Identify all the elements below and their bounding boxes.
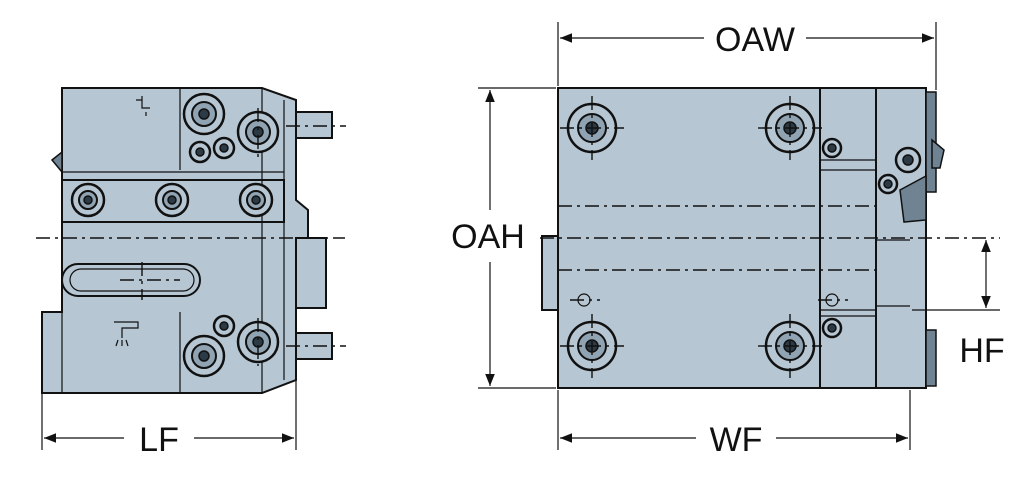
front-left-stub: [541, 235, 559, 311]
front-clamp-edge-bottom: [925, 329, 937, 387]
front-clamp-edge-top: [925, 91, 937, 193]
upper-pin: [295, 111, 333, 139]
front-view: [540, 87, 1000, 389]
side-view: [36, 87, 346, 394]
oaw-label: OAW: [715, 21, 795, 59]
coolant-outlet-icon: [136, 96, 150, 116]
lf-label: LF: [139, 421, 179, 459]
hf-dimension: HF: [912, 240, 1005, 370]
coolant-tap-icon: [114, 321, 139, 347]
wf-label: WF: [710, 421, 763, 459]
oah-dimension: OAH: [451, 87, 556, 389]
wf-dimension: WF: [557, 390, 911, 459]
hf-label: HF: [959, 332, 1004, 370]
lf-dimension: LF: [41, 380, 297, 459]
oah-label: OAH: [451, 218, 525, 256]
side-nub: [50, 150, 63, 175]
front-small-screws: [577, 137, 922, 339]
oaw-dimension: OAW: [557, 21, 937, 90]
band-bolt-holes: [70, 182, 274, 218]
clamp-wedge: [899, 174, 927, 223]
side-view-boss: [295, 237, 327, 309]
